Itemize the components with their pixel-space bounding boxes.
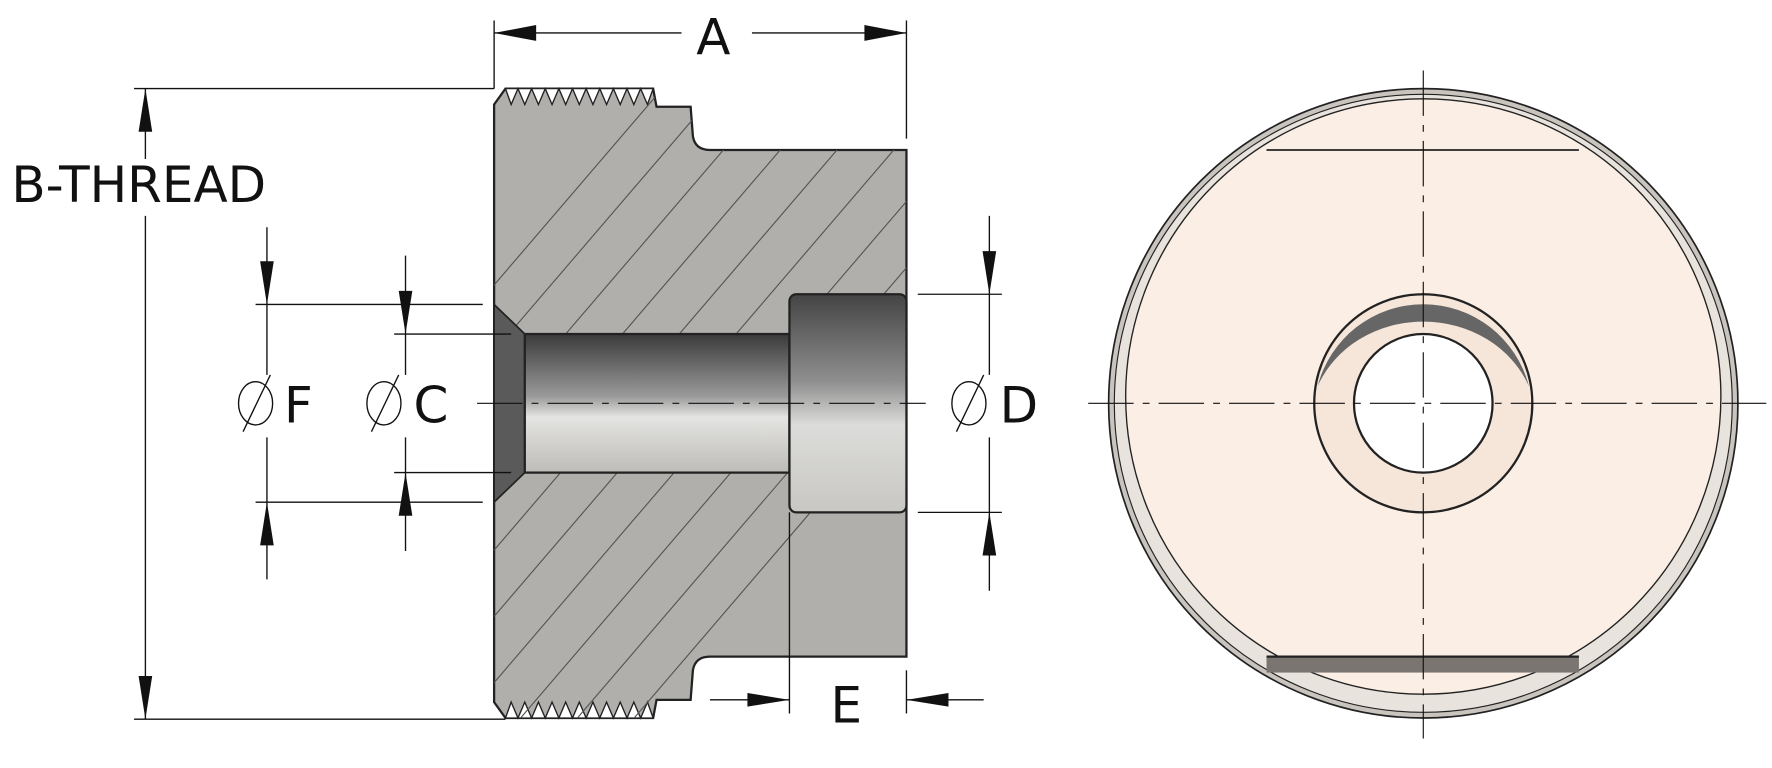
dimension-b-thread: B-THREAD: [11, 87, 506, 720]
dimension-f: F: [237, 227, 483, 580]
end-view: [1088, 70, 1767, 739]
label-e: E: [830, 677, 862, 735]
label-b-thread: B-THREAD: [11, 156, 266, 214]
label-d: D: [1000, 377, 1038, 435]
label-f: F: [284, 377, 313, 435]
label-a: A: [696, 9, 730, 67]
dimension-a: A: [493, 9, 908, 139]
dimension-e: E: [709, 512, 984, 735]
dimension-c: C: [366, 255, 512, 552]
thread-teeth: [504, 86, 655, 720]
diameter-symbol-icon: [951, 374, 987, 433]
section-view: [477, 86, 926, 720]
diameter-symbol-icon: [366, 374, 402, 433]
diameter-symbol-icon: [237, 374, 274, 433]
label-c: C: [413, 377, 448, 435]
dimension-d: D: [917, 215, 1038, 591]
